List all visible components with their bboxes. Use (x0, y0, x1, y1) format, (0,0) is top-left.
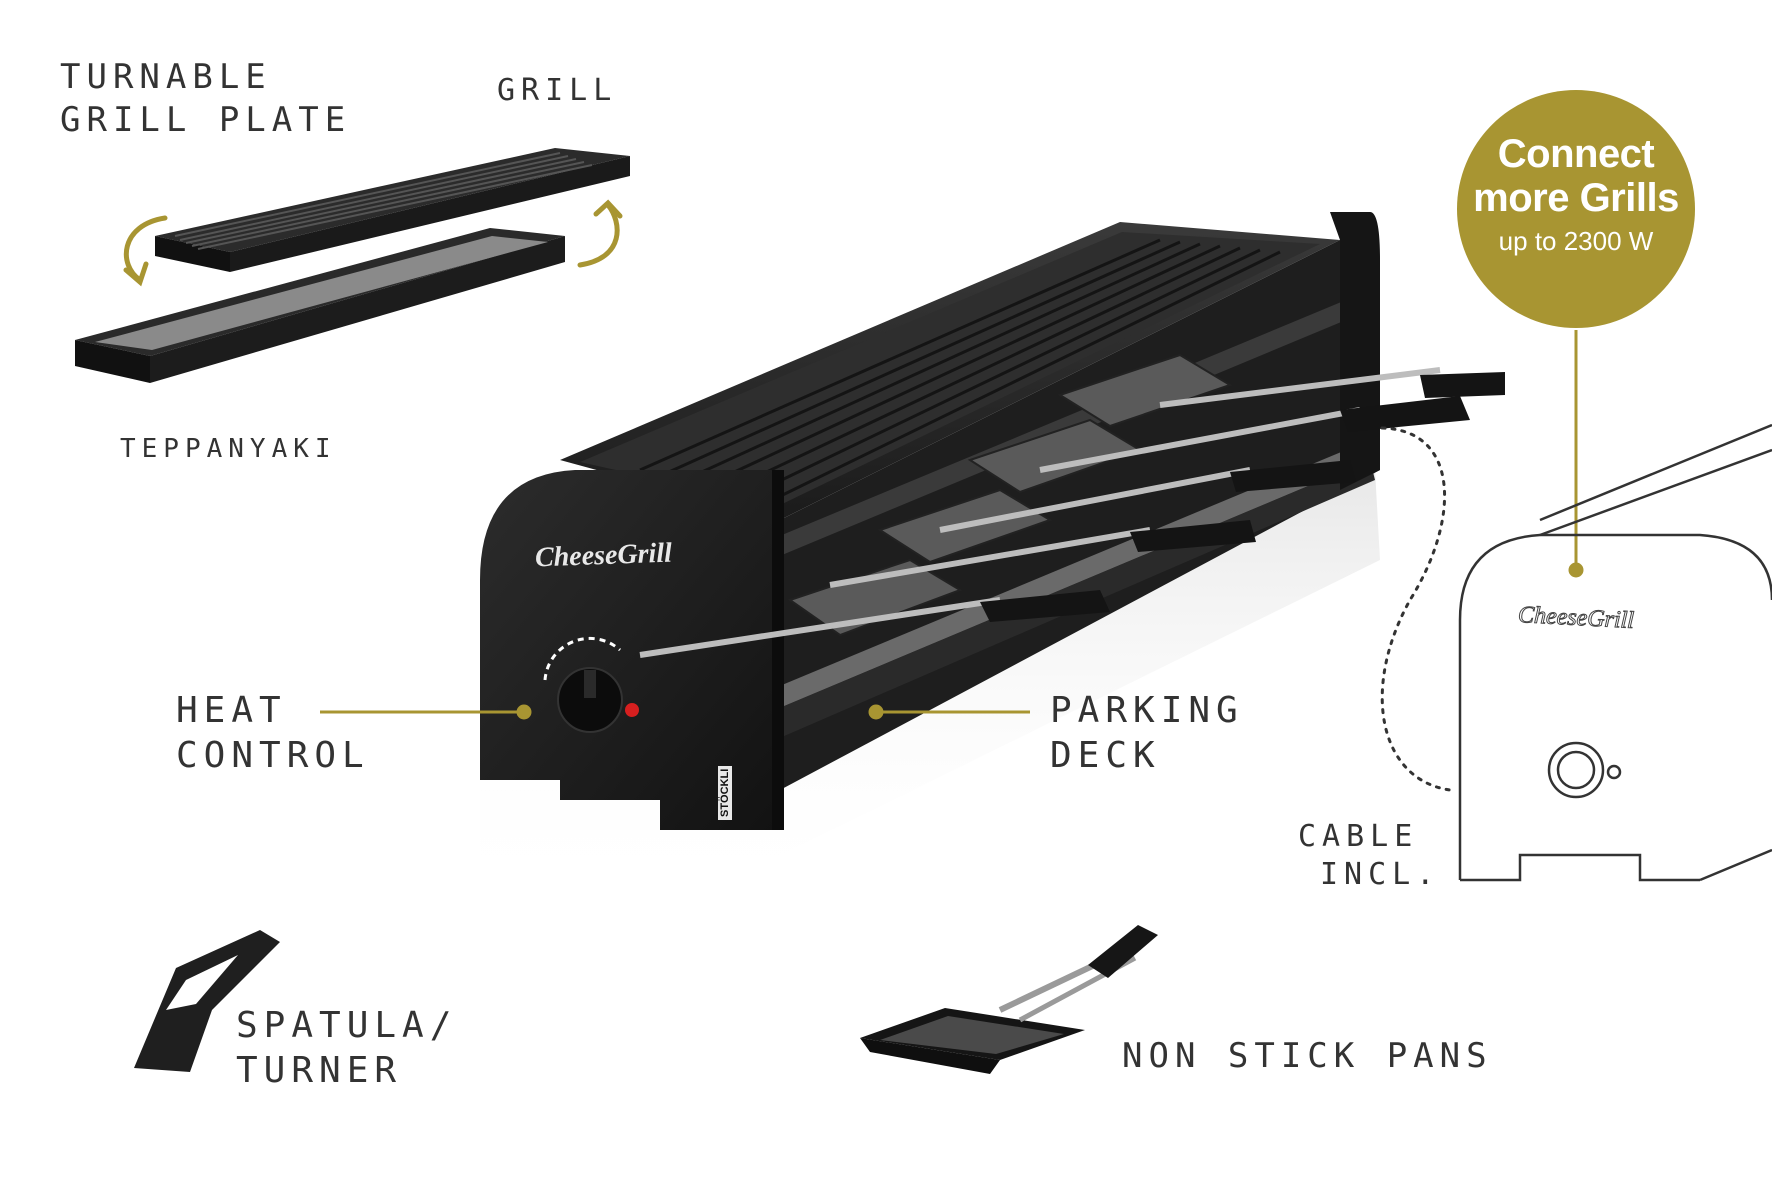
cable-dotted-line (1380, 426, 1452, 792)
rotate-arrow-left-icon (123, 215, 168, 287)
spatula-tool (134, 930, 280, 1072)
label-teppanyaki: Teppanyaki (120, 434, 337, 464)
badge-wattage: up to 2300 W (1498, 226, 1654, 256)
indicator-light (625, 703, 639, 717)
non-stick-pan (860, 925, 1158, 1074)
label-spatula-turner: Spatula/ turner (236, 1005, 458, 1091)
label-non-stick-pans: Non stick pans (1122, 1036, 1493, 1076)
grill-plate (155, 148, 630, 272)
raclette-pans (639, 353, 1505, 658)
label-turnable-grill-plate: Turnable grill plate (60, 57, 352, 140)
heat-control-knob (543, 636, 623, 733)
connect-grills-badge: Connect more Grills up to 2300 W (1457, 90, 1695, 328)
label-grill: Grill (497, 73, 618, 108)
connected-grill-outline (1458, 423, 1772, 882)
label-heat-control: Heat control (176, 690, 370, 776)
label-cable-included: Cable incl. (1298, 819, 1441, 892)
badge-line-2: more Grills (1473, 176, 1679, 220)
stockli-logo: STÖCKLI (718, 765, 732, 820)
badge-line-1: Connect (1497, 132, 1655, 176)
teppanyaki-plate (75, 228, 565, 383)
rotate-arrow-right-icon (577, 199, 623, 268)
cheesegrill-logo: CheeseGrill (534, 537, 673, 574)
label-parking-deck: Parking deck (1050, 690, 1244, 776)
